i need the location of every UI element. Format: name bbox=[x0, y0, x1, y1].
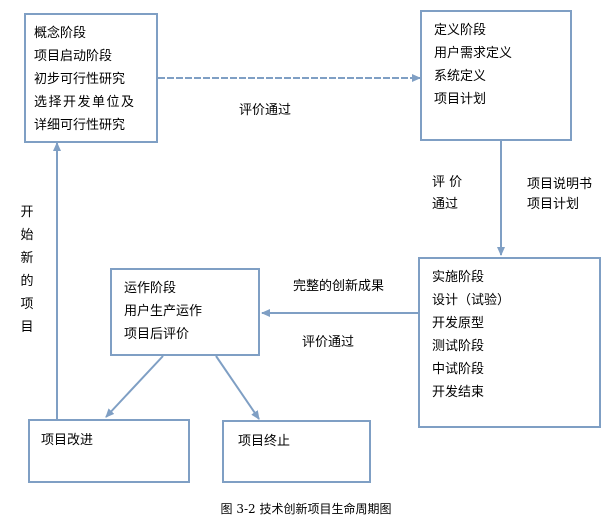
node-concept-stage: 概念阶段 项目启动阶段 初步可行性研究 选择开发单位及 详细可行性研究 bbox=[24, 13, 158, 143]
node-definition-line: 项目计划 bbox=[434, 92, 487, 107]
edge-label-concept-to-definition: 评价通过 bbox=[239, 103, 292, 118]
node-concept-line: 详细可行性研究 bbox=[34, 118, 126, 133]
vertical-char: 的 bbox=[20, 274, 34, 289]
edge-label-def-impl-right-1: 项目说明书 bbox=[527, 177, 593, 192]
vertical-char: 目 bbox=[20, 320, 34, 335]
node-implementation-line: 实施阶段 bbox=[432, 270, 485, 285]
node-implementation-stage: 实施阶段 设计（试验） 开发原型 测试阶段 中试阶段 开发结束 bbox=[418, 257, 601, 428]
node-concept-line: 选择开发单位及 bbox=[34, 95, 136, 110]
vertical-char: 开 bbox=[20, 205, 34, 220]
node-definition-line: 系统定义 bbox=[434, 69, 487, 84]
node-concept-line: 概念阶段 bbox=[34, 26, 87, 41]
node-implementation-line: 测试阶段 bbox=[432, 339, 485, 354]
node-definition-stage: 定义阶段 用户需求定义 系统定义 项目计划 bbox=[420, 10, 572, 141]
edge-label-def-impl-right-2: 项目计划 bbox=[527, 197, 580, 212]
arrow-operation-to-improve bbox=[105, 355, 164, 418]
arrow-operation-to-terminate bbox=[215, 355, 260, 420]
node-project-improve: 项目改进 bbox=[28, 419, 190, 483]
node-implementation-line: 中试阶段 bbox=[432, 362, 485, 377]
edge-label-def-impl-left-2: 通过 bbox=[432, 197, 459, 212]
node-operation-stage: 运作阶段 用户生产运作 项目后评价 bbox=[110, 268, 260, 356]
node-concept-line: 初步可行性研究 bbox=[34, 72, 126, 87]
node-concept-line: 项目启动阶段 bbox=[34, 49, 113, 64]
vertical-char: 新 bbox=[20, 251, 34, 266]
node-improve-label: 项目改进 bbox=[41, 433, 94, 448]
node-operation-line: 运作阶段 bbox=[124, 281, 177, 296]
node-definition-line: 定义阶段 bbox=[434, 23, 487, 38]
node-implementation-line: 开发原型 bbox=[432, 316, 485, 331]
node-implementation-line: 开发结束 bbox=[432, 385, 485, 400]
edge-label-impl-to-operation-bottom: 评价通过 bbox=[302, 335, 355, 350]
edge-label-impl-to-operation-top: 完整的创新成果 bbox=[293, 279, 385, 294]
node-implementation-line: 设计（试验） bbox=[432, 293, 511, 308]
node-project-terminate: 项目终止 bbox=[222, 420, 371, 483]
figure-caption: 图 3-2 技术创新项目生命周期图 bbox=[220, 502, 392, 516]
node-definition-line: 用户需求定义 bbox=[434, 46, 513, 61]
vertical-char: 始 bbox=[20, 228, 34, 243]
node-operation-line: 用户生产运作 bbox=[124, 304, 203, 319]
edge-label-def-impl-left-1: 评 价 bbox=[432, 175, 463, 190]
node-terminate-label: 项目终止 bbox=[238, 434, 291, 449]
edge-label-improve-to-concept: 开 始 新 的 项 目 bbox=[19, 201, 35, 339]
node-operation-line: 项目后评价 bbox=[124, 327, 190, 342]
vertical-char: 项 bbox=[20, 297, 34, 312]
